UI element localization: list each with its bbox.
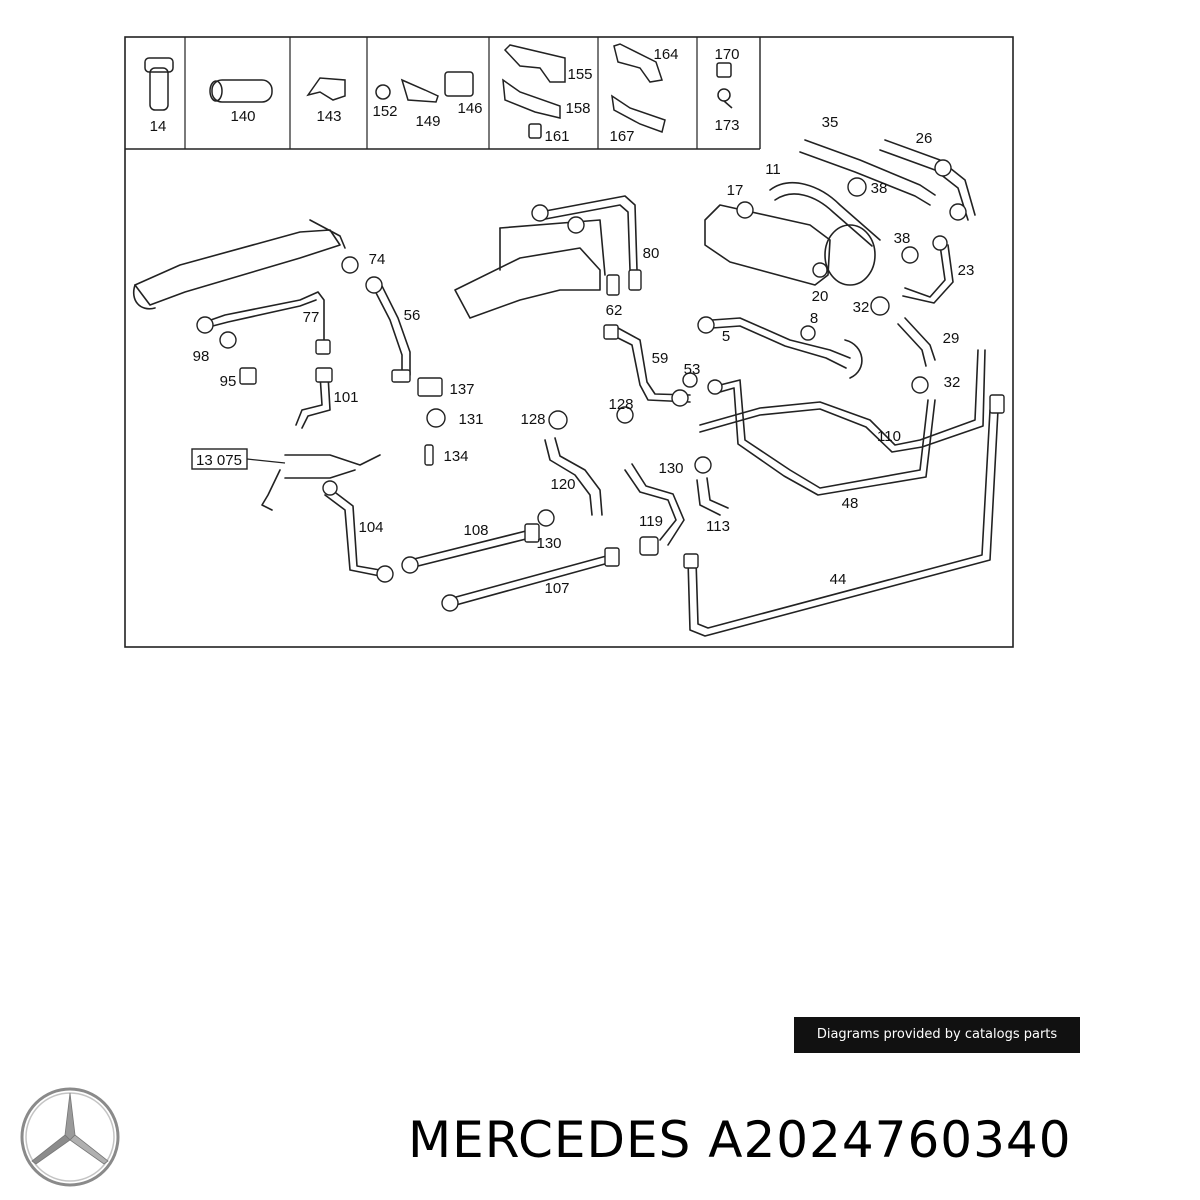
parts-linework <box>133 139 999 637</box>
callout-label: 101 <box>333 389 358 406</box>
header-part-label: 170 <box>714 46 739 63</box>
callout-label: 53 <box>684 361 701 378</box>
callout-label: 29 <box>943 330 960 347</box>
callout-label: 38 <box>871 180 888 197</box>
callout-label: 80 <box>643 245 660 262</box>
reference-box-label: 13 075 <box>196 452 242 469</box>
header-part-label: 173 <box>714 117 739 134</box>
part-clip-group-icon <box>375 71 474 103</box>
callout-label: 38 <box>894 230 911 247</box>
callout-label: 44 <box>830 571 847 588</box>
header-part-label: 140 <box>230 108 255 125</box>
callout-label: 23 <box>958 262 975 279</box>
callout-label: 134 <box>443 448 468 465</box>
callout-label: 74 <box>369 251 386 268</box>
header-part-label: 164 <box>653 46 678 63</box>
watermark-badge: Diagrams provided by catalogs parts <box>794 1017 1080 1053</box>
header-part-label: 143 <box>316 108 341 125</box>
callout-label: 131 <box>458 411 483 428</box>
callout-label: 119 <box>639 513 663 530</box>
callout-label: 5 <box>722 328 730 345</box>
callout-label: 137 <box>449 381 474 398</box>
callout-label: 59 <box>652 350 669 367</box>
callout-label: 128 <box>520 411 545 428</box>
header-part-label: 149 <box>415 113 440 130</box>
callout-label: 56 <box>404 307 421 324</box>
part-140-icon <box>209 79 273 103</box>
callout-label: 107 <box>544 580 569 597</box>
header-part-label: 14 <box>150 118 167 135</box>
callout-label: 128 <box>608 396 633 413</box>
part-14-icon <box>144 57 174 111</box>
callout-label: 95 <box>220 373 237 390</box>
fittings <box>196 159 1005 612</box>
header-part-label: 146 <box>457 100 482 117</box>
callout-labels: 35 26 11 17 38 38 23 20 32 8 5 29 32 74 56 80 62 77 98 95 10… <box>193 114 975 597</box>
part-bracket-group-icon <box>502 44 566 139</box>
callout-label: 35 <box>822 114 839 131</box>
part-143-icon <box>306 77 346 101</box>
callout-label: 17 <box>727 182 744 199</box>
callout-label: 11 <box>765 161 781 178</box>
callout-label: 32 <box>853 299 870 316</box>
diagram-frame <box>124 36 1014 648</box>
callout-label: 130 <box>658 460 683 477</box>
callout-label: 104 <box>358 519 383 536</box>
callout-label: 113 <box>706 518 730 535</box>
callout-label: 77 <box>303 309 320 326</box>
parts-diagram: 13 075 141401431521491461551581611641671… <box>124 36 1014 648</box>
header-labels: 14 140 143 152 149 146 155 158 161 164 167 170 173 <box>150 46 740 145</box>
callout-label: 32 <box>944 374 961 391</box>
part-holder-group-icon <box>611 43 666 133</box>
part-number: A2024760340 <box>708 1111 1072 1169</box>
callout-label: 108 <box>463 522 488 539</box>
part-connector-group-icon <box>716 62 733 109</box>
callout-label: 120 <box>550 476 575 493</box>
header-part-label: 155 <box>567 66 592 83</box>
callout-label: 20 <box>812 288 829 305</box>
callout-label: 48 <box>842 495 859 512</box>
header-part-label: 152 <box>372 103 397 120</box>
callout-label: 26 <box>916 130 933 147</box>
header-part-label: 161 <box>544 128 569 145</box>
header-part-label: 158 <box>565 100 590 117</box>
part-title: MERCEDES A2024760340 <box>408 1108 1188 1172</box>
callout-label: 130 <box>536 535 561 552</box>
callout-label: 62 <box>606 302 623 319</box>
header-part-label: 167 <box>609 128 634 145</box>
callout-label: 8 <box>810 310 818 327</box>
brand-name: MERCEDES <box>408 1111 692 1169</box>
mercedes-star-icon <box>20 1087 120 1187</box>
callout-label: 110 <box>877 428 901 445</box>
callout-label: 98 <box>193 348 210 365</box>
